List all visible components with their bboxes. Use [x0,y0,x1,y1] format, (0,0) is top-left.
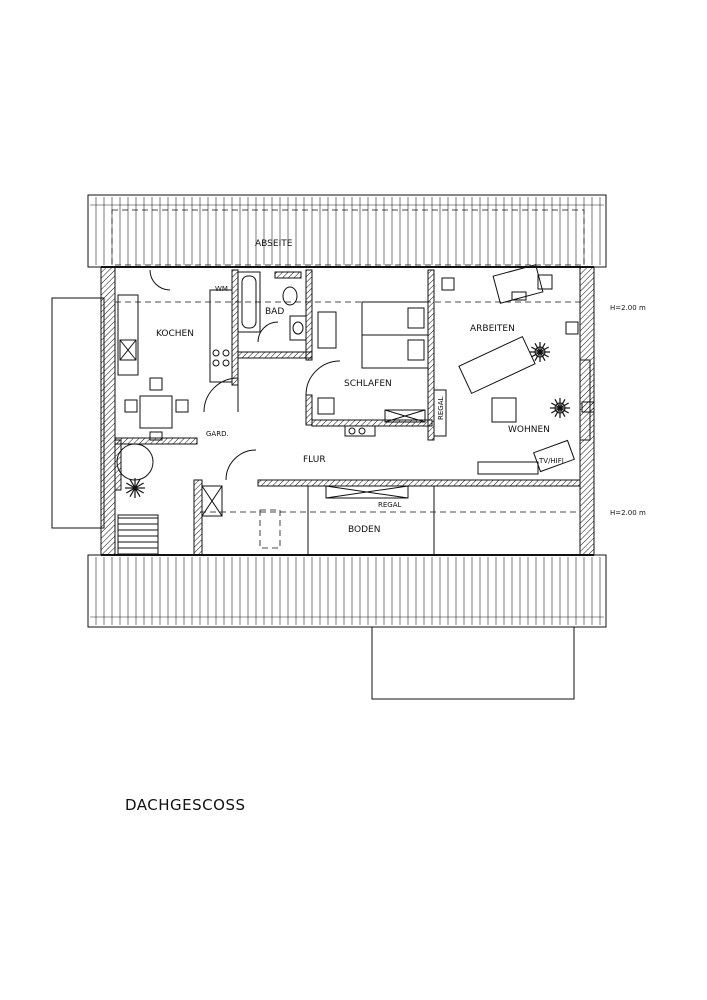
kitchen-fixtures [117,289,233,441]
doors [149,269,341,481]
label-wm: WM [215,285,228,293]
label-regal-vertical: REGAL [437,397,445,420]
plant-leaf [539,351,549,358]
plant-leaf [554,407,561,417]
label-tv-hifi: TV/HIFI [538,457,564,465]
plant-leaf [134,479,141,489]
plant-leaf [531,346,541,353]
plant-leaf [134,487,141,497]
label-kochen: KOCHEN [156,329,194,339]
bedroom-furniture [317,301,447,437]
height-lower: H=2.00 m [610,509,646,517]
roof-upper [87,194,607,268]
plant-leaf [551,402,561,409]
label-schlafen: SCHLAFEN [344,379,392,389]
label-arbeiten: ARBEITEN [470,324,515,334]
plant-leaf [129,479,136,489]
plant-leaf [539,343,546,353]
corridor-fixtures [201,485,409,549]
height-upper: H=2.00 m [610,304,646,312]
plant-leaf [126,482,136,489]
bath-fixtures [237,271,307,341]
label-gard: GARD. [206,430,229,438]
plant-leaf [539,351,546,361]
plan-title: DACHGESCOSS [125,796,245,814]
label-boden: BODEN [348,525,380,535]
plant-leaf [559,407,566,417]
plant-leaf [531,351,541,358]
label-regal: REGAL [378,501,401,509]
plant-icon [125,342,570,498]
plant-leaf [559,399,566,409]
plant-leaf [551,407,561,414]
plant-leaf [126,487,136,494]
terrace-bottom [371,626,575,700]
label-flur: FLUR [303,455,326,465]
plant-leaf [539,346,549,353]
plant-leaf [559,407,569,414]
balcony-left [51,297,105,529]
plant-leaf [129,487,136,497]
plant-leaf [134,482,144,489]
label-bad: BAD [265,307,284,317]
living-furniture [441,264,595,475]
plant-leaf [534,351,541,361]
plant-leaf [134,487,144,494]
plant-leaf [559,402,569,409]
plant-leaf [554,399,561,409]
label-wohnen: WOHNEN [508,425,550,435]
roof-lower [87,554,607,628]
label-abseite: ABSEITE [255,239,293,249]
plant-leaf [534,343,541,353]
staircase [116,443,159,556]
